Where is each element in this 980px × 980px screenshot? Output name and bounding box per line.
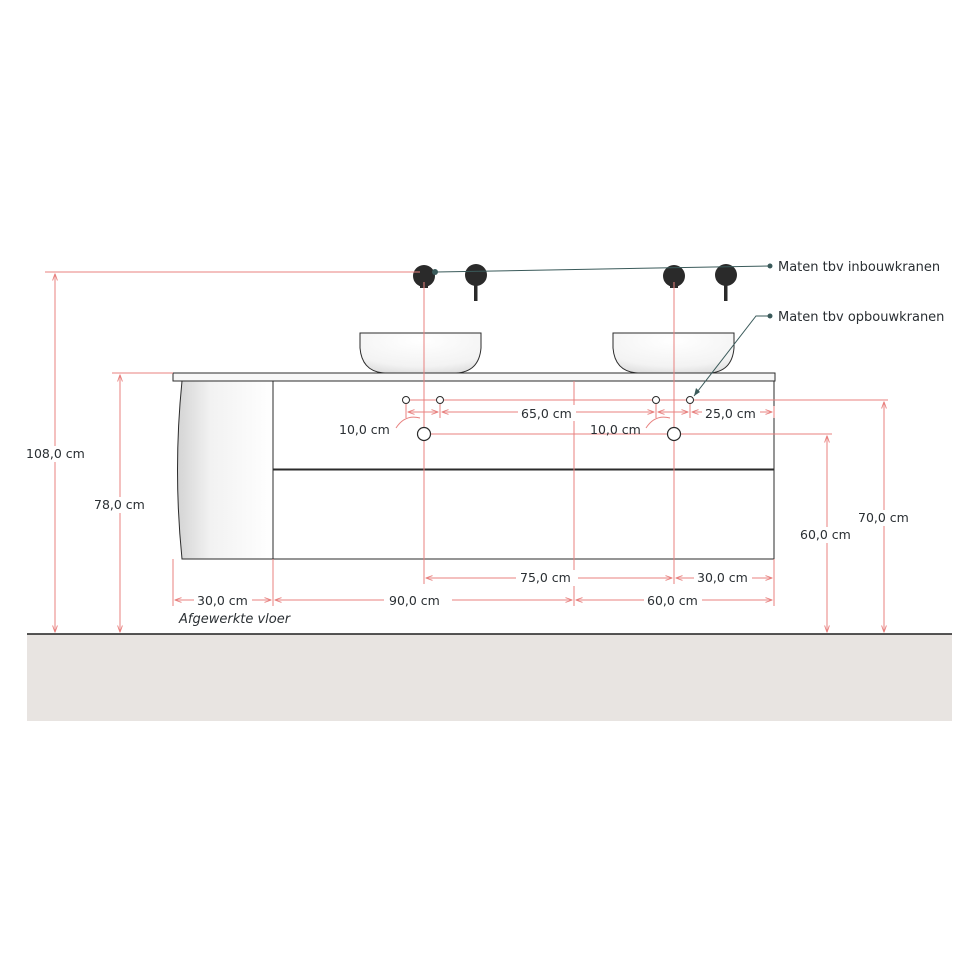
dim-tap-offset-right: 10,0 cm [590, 422, 641, 437]
leader-built-in-taps [435, 265, 771, 273]
built-in-tap-marker [686, 396, 694, 404]
dim-tap-to-edge: 25,0 cm [705, 406, 756, 421]
built-in-tap-marker [402, 396, 410, 404]
callout-built-in-taps: Maten tbv inbouwkranen [778, 260, 940, 275]
callout-surface-taps: Maten tbv opbouwkranen [778, 310, 944, 325]
faucet-left-mixer [465, 264, 487, 301]
built-in-tap-marker [652, 396, 660, 404]
dim-tap-offset-left: 10,0 cm [339, 422, 390, 437]
dim-cabinet-height: 78,0 cm [94, 497, 145, 512]
dim-right-drawer-width: 60,0 cm [647, 593, 698, 608]
countertop [172, 372, 776, 382]
dim-side-unit-width: 30,0 cm [197, 593, 248, 608]
surface-tap-marker [666, 426, 682, 442]
built-in-tap-marker [436, 396, 444, 404]
dim-left-drawer-width: 90,0 cm [389, 593, 440, 608]
dim-surface-tap-height: 60,0 cm [800, 527, 851, 542]
dim-basin-spacing: 75,0 cm [520, 570, 571, 585]
dim-basin-to-edge: 30,0 cm [697, 570, 748, 585]
faucet-right-mixer [715, 264, 737, 301]
dim-tap-spacing: 65,0 cm [521, 406, 572, 421]
basin-left [359, 332, 482, 374]
floor-label: Afgewerkte vloer [178, 612, 292, 627]
dim-built-in-tap-height: 70,0 cm [858, 510, 909, 525]
dim-total-height: 108,0 cm [26, 446, 85, 461]
floor-slab [27, 634, 952, 721]
faucet-left-spout [413, 265, 438, 288]
leader-surface-taps [693, 315, 770, 397]
surface-tap-marker [416, 426, 432, 442]
side-unit [177, 380, 274, 560]
